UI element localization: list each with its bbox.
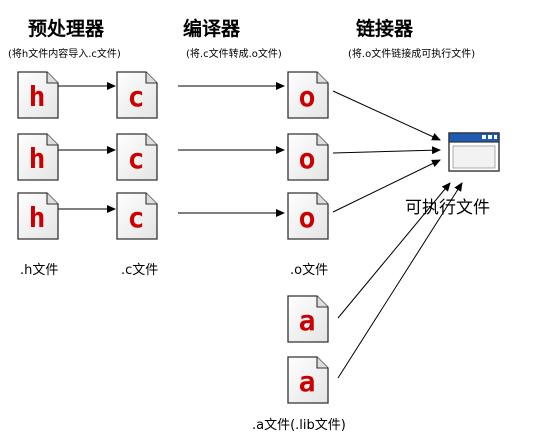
c-file-label: .c文件 [121, 263, 159, 278]
o-file-label: .o文件 [290, 263, 329, 278]
o-file-icon: o [287, 133, 329, 181]
linker-title: 链接器 [356, 18, 414, 40]
a-file-letter: a [299, 365, 316, 398]
c-file-icon: c [116, 192, 158, 240]
file-corner-fold [316, 296, 328, 308]
a-file-label: .a文件(.lib文件) [252, 418, 346, 433]
preprocessor-subtitle: (将h文件内容导入.c文件) [8, 49, 121, 60]
o-file-icon: o [287, 71, 329, 119]
file-corner-fold [46, 193, 58, 205]
h-file-icon: h [17, 192, 59, 240]
file-corner-fold [145, 193, 157, 205]
arrow-o2-to-exe [332, 146, 441, 155]
o-file-icon: o [287, 192, 329, 240]
file-corner-fold [46, 72, 58, 84]
linker-subtitle: (将.o文件链接成可执行文件) [348, 49, 476, 60]
compiler-subtitle: (将.c文件转成.o文件) [186, 49, 282, 60]
o-file-letter: o [299, 201, 316, 234]
file-corner-fold [46, 134, 58, 146]
c-file-letter: c [128, 201, 145, 234]
preprocessor-title: 预处理器 [28, 18, 105, 40]
a-file-icon: a [287, 356, 329, 404]
h-file-letter: h [29, 201, 46, 234]
arrow-o1-to-exe [332, 90, 441, 141]
file-corner-fold [316, 357, 328, 369]
arrow-a1-to-exe [337, 182, 451, 319]
a-file-letter: a [299, 304, 316, 337]
file-corner-fold [316, 193, 328, 205]
c-file-icon: c [116, 133, 158, 181]
a-file-icon: a [287, 295, 329, 343]
h-file-letter: h [29, 80, 46, 113]
arrow-a2-to-exe [337, 182, 463, 379]
h-file-label: .h文件 [20, 263, 59, 278]
c-file-letter: c [128, 80, 145, 113]
h-file-letter: h [29, 142, 46, 175]
h-file-icon: h [17, 71, 59, 119]
o-file-letter: o [299, 142, 316, 175]
executable-label: 可执行文件 [405, 198, 490, 218]
arrow-layer [58, 82, 463, 379]
c-file-icon: c [116, 71, 158, 119]
o-file-letter: o [299, 80, 316, 113]
file-corner-fold [316, 134, 328, 146]
file-corner-fold [316, 72, 328, 84]
c-file-letter: c [128, 142, 145, 175]
file-corner-fold [145, 72, 157, 84]
executable-window-icon [448, 132, 500, 172]
arrow-o3-to-exe [332, 159, 441, 213]
h-file-icon: h [17, 133, 59, 181]
file-corner-fold [145, 134, 157, 146]
compiler-title: 编译器 [183, 18, 241, 40]
